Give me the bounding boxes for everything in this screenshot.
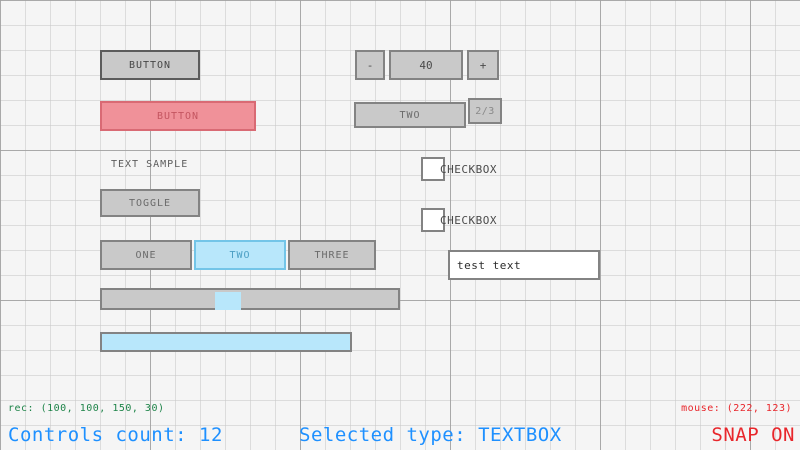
status-rec-text: rec: (100, 100, 150, 30) [8, 403, 165, 414]
button-pressed-label: BUTTON [156, 110, 200, 122]
text-sample-label-text: TEXT SAMPLE [111, 158, 189, 170]
status-snap-indicator: SNAP ON [711, 424, 795, 446]
checkbox-1-box[interactable] [421, 157, 445, 181]
dropdown-box[interactable]: TWO [354, 102, 466, 128]
spinner-increment-button[interactable]: + [467, 50, 499, 80]
spinner-value-field[interactable]: 40 [389, 50, 463, 80]
toggle-group-option-three[interactable]: THREE [288, 240, 376, 270]
checkbox-2-label: CHECKBOX [440, 208, 550, 232]
checkbox-2-box[interactable] [421, 208, 445, 232]
toggle-group-option-two-label: TWO [229, 249, 251, 261]
toggle-group-option-two[interactable]: TWO [194, 240, 286, 270]
toggle-button[interactable]: TOGGLE [100, 189, 200, 217]
button-normal[interactable]: BUTTON [100, 50, 200, 80]
text-sample-label: TEXT SAMPLE [111, 155, 271, 173]
dropdown-count-badge: 2/3 [468, 98, 502, 124]
toggle-group-option-one-label: ONE [135, 249, 157, 261]
textbox-value: test text [457, 258, 522, 272]
status-mouse-text: mouse: (222, 123) [681, 403, 792, 414]
button-normal-label: BUTTON [128, 59, 172, 71]
dropdown-selected-label: TWO [399, 109, 421, 121]
dropdown-count-label: 2/3 [475, 105, 495, 117]
status-controls-count: Controls count: 12 [8, 424, 223, 446]
spinner-decrement-label: - [366, 58, 374, 72]
toggle-group-option-one[interactable]: ONE [100, 240, 192, 270]
toggle-group-option-three-label: THREE [314, 249, 350, 261]
progress-bar-track[interactable] [100, 332, 352, 352]
slider-track[interactable] [100, 288, 400, 310]
status-selected-type: Selected type: TEXTBOX [299, 424, 562, 446]
slider-handle[interactable] [215, 292, 241, 310]
checkbox-2-label-text: CHECKBOX [440, 213, 497, 227]
spinner-value: 40 [419, 58, 433, 72]
spinner-increment-label: + [479, 58, 487, 72]
toggle-button-label: TOGGLE [128, 197, 172, 209]
button-pressed[interactable]: BUTTON [100, 101, 256, 131]
spinner-decrement-button[interactable]: - [355, 50, 385, 80]
checkbox-1-label-text: CHECKBOX [440, 162, 497, 176]
checkbox-1-label: CHECKBOX [440, 157, 550, 181]
progress-bar-fill [102, 334, 350, 350]
textbox-input[interactable]: test text [448, 250, 600, 280]
